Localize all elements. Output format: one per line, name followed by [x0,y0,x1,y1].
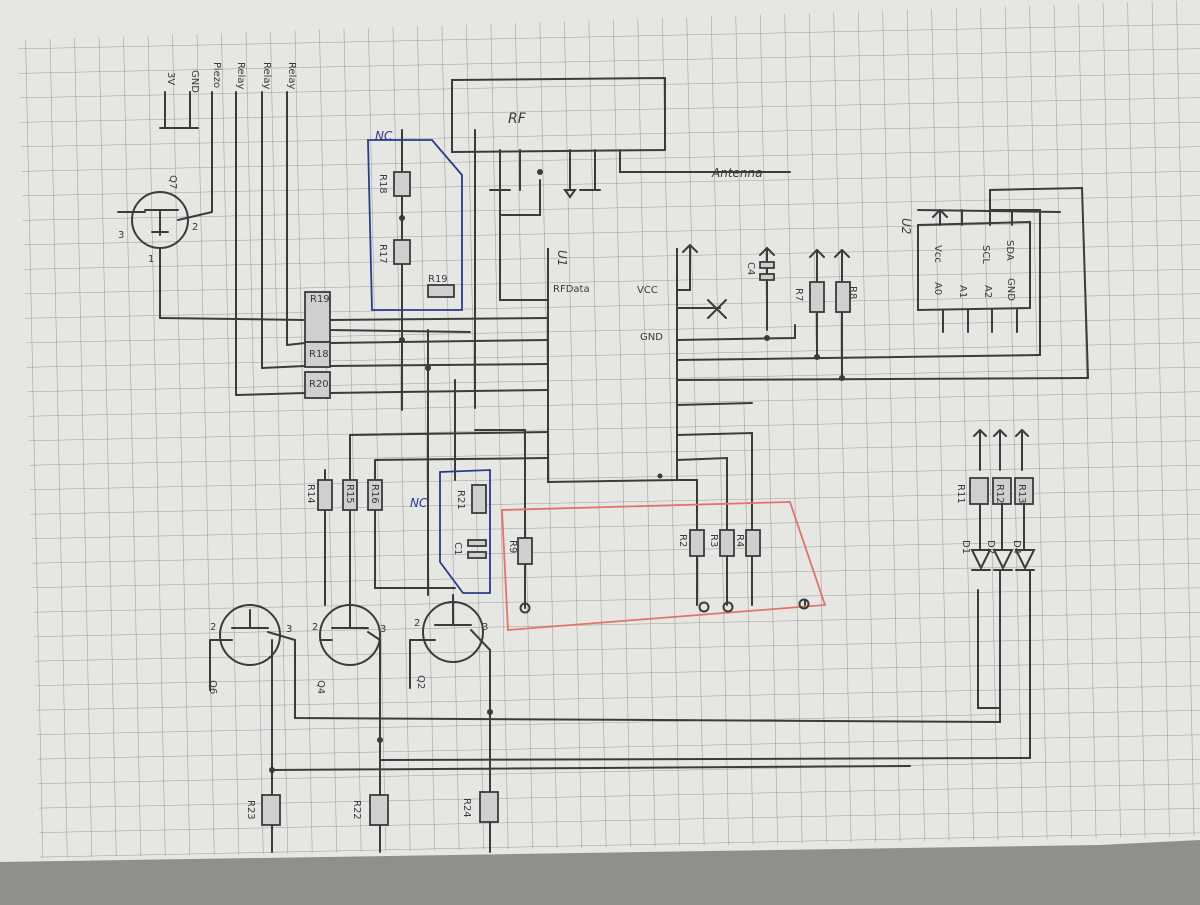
paper-grid [18,0,1200,858]
nc-mid-r21-label: R21 [455,490,466,510]
capacitor-c4: C4 [745,261,775,281]
resistor-r23-label: R23 [245,800,256,820]
mid-resistor-row: R14 R15 R16 [305,479,383,511]
nc-mid-c1-label: C1 [452,542,463,555]
resistor-r24-label: R24 [461,798,472,818]
q2-pin-3: 3 [482,622,488,633]
u2-pin-scl: SCL [980,245,991,264]
resistor-r15-label: R15 [344,484,355,504]
u1-chip: U1 RFData VCC GND [547,248,727,484]
q4-pin-2: 2 [312,622,318,633]
resistor-r18-label: R18 [309,349,329,360]
left-resistor-stack: R19 R18 R20 [304,291,331,399]
transistor-q4: Q4 2 3 [312,604,386,694]
resistor-r12-label: R12 [994,484,1005,504]
arrow-markers [489,189,1029,437]
resistor-r8-label: R8 [847,286,858,299]
resistor-r7-label: R7 [793,288,804,301]
u2-pin-sda: SDA [1004,240,1015,261]
nc-top-r19-label: R19 [428,274,448,285]
red-highlight-area: R9 R2 R3 R4 [501,501,827,631]
nc-mid-block: NC R21 C1 [410,469,491,594]
power-label-3v: 3V [165,72,176,85]
q4-label: Q4 [315,680,326,694]
u2-pin-gnd: GND [1005,278,1016,301]
antenna-label: Antenna [711,166,762,180]
led-d1-label: D1 [960,540,971,554]
u1-pin-vcc: VCC [637,285,658,296]
resistor-r11-label: R11 [955,484,966,504]
c4-label: C4 [745,262,756,275]
power-label-piezo: Piezo [211,62,222,88]
power-label-relay-2: Relay [261,62,272,90]
power-label-relay-1: Relay [235,62,246,90]
nc-top-label: NC [375,129,393,143]
u2-pin-vcc: Vcc [932,245,943,263]
resistor-r3-label: R3 [708,534,719,547]
led-d4-label: D4 [1011,540,1022,554]
resistor-r19-label: R19 [310,294,330,305]
resistor-r4-label: R4 [734,534,745,547]
q7-pin-1: 1 [148,254,154,265]
resistor-r9-label: R9 [507,540,518,553]
q2-label: Q2 [415,675,426,689]
q7-pin-2: 2 [192,222,198,233]
q2-pin-2: 2 [414,618,420,629]
resistor-r20-label: R20 [309,379,329,390]
power-label-gnd: GND [189,70,200,93]
rf-label: RF [508,111,527,127]
u2-pin-a2: A2 [982,285,993,298]
resistor-r22-label: R22 [351,800,362,820]
u1-pin-gnd: GND [640,332,663,343]
q7-label: Q7 [167,175,178,189]
u2-chip: U2 Vcc SCL SDA A0 A1 A2 GND [899,209,1031,333]
resistor-r13-label: R13 [1016,484,1027,504]
rf-module: RF Antenna [451,76,762,180]
q6-pin-2: 2 [210,622,216,633]
transistor-q7: Q7 3 1 2 [117,175,213,319]
resistor-r16-label: R16 [369,484,380,504]
u2-pin-a1: A1 [957,285,968,298]
nc-mid-label: NC [410,496,428,510]
led-section: R11 R12 R13 D1 D2 D4 [955,477,1036,571]
resistor-r2-label: R2 [677,534,688,547]
power-header: 3V GND Piezo Relay Relay Relay [159,62,297,396]
power-label-relay-3: Relay [286,62,297,90]
transistor-q6: Q6 2 3 [207,604,296,694]
q6-label: Q6 [207,680,218,694]
led-d2-label: D2 [985,540,996,554]
q7-pin-3: 3 [118,230,124,241]
transistor-q2: Q2 2 3 [409,594,491,689]
u2-pin-a0: A0 [932,282,943,295]
u1-pin-rfdata: RFData [553,284,590,295]
nc-top-block: NC R18 R17 R19 [367,129,463,311]
bottom-resistors: R23 R22 R24 [245,791,499,826]
resistor-r14-label: R14 [305,484,316,504]
nc-top-r18-label: R18 [377,174,388,194]
q6-pin-3: 3 [286,624,292,635]
u1-label: U1 [555,250,569,266]
right-resistors: R7 R8 [793,281,858,313]
u2-label: U2 [899,218,913,234]
nc-top-r17-label: R17 [377,244,388,264]
q4-pin-3: 3 [380,624,386,635]
